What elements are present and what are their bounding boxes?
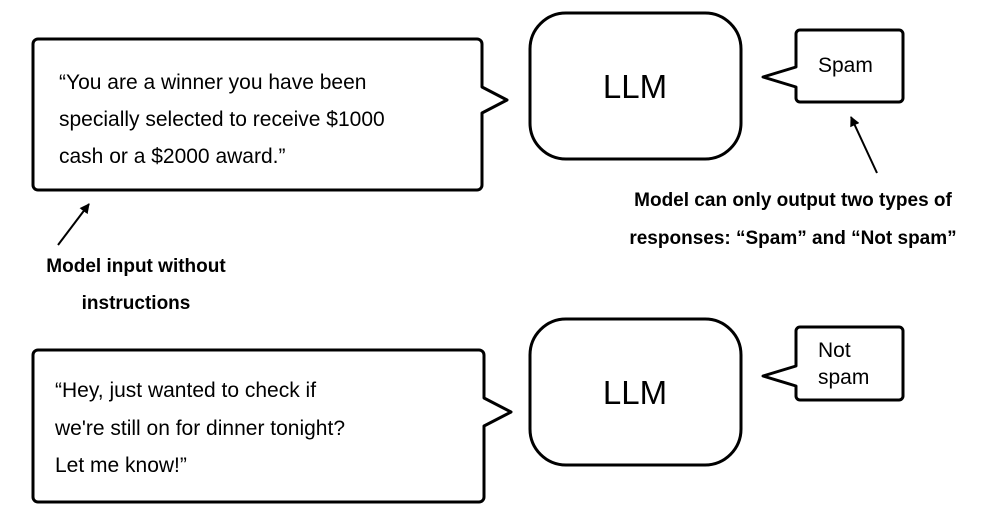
output-annotation-arrow: [850, 116, 878, 174]
output-label: Not: [818, 339, 851, 362]
input-bubble-2: [31, 348, 513, 504]
example-1: “You are a winner you have been speciall…: [31, 11, 905, 192]
llm-label: LLM: [603, 68, 667, 105]
llm-label: LLM: [603, 374, 667, 411]
output-note-line: responses: “Spam” and “Not spam”: [629, 228, 956, 249]
output-bubble-2: [761, 325, 905, 402]
input-note-line: Model input without: [46, 256, 226, 277]
input-note-line: instructions: [82, 293, 191, 314]
output-label: spam: [818, 366, 869, 389]
input-text-line: “Hey, just wanted to check if: [55, 379, 316, 402]
input-annotation: Model input without instructions: [46, 203, 226, 314]
input-text-line: Let me know!”: [55, 454, 187, 477]
input-text-line: cash or a $2000 award.”: [59, 145, 285, 168]
input-text-line: “You are a winner you have been: [59, 71, 366, 94]
input-text-line: we're still on for dinner tonight?: [54, 417, 345, 440]
llm-box-1: [528, 11, 743, 161]
input-annotation-arrow: [57, 203, 90, 246]
llm-box-2: [528, 317, 743, 467]
example-2: “Hey, just wanted to check if we're stil…: [31, 317, 905, 504]
output-note-line: Model can only output two types of: [634, 190, 952, 211]
output-bubble-1: [761, 28, 905, 104]
input-bubble-1: [31, 37, 509, 192]
output-annotation: Model can only output two types of respo…: [629, 116, 957, 249]
output-label: Spam: [818, 54, 873, 77]
input-text-line: specially selected to receive $1000: [59, 108, 385, 131]
